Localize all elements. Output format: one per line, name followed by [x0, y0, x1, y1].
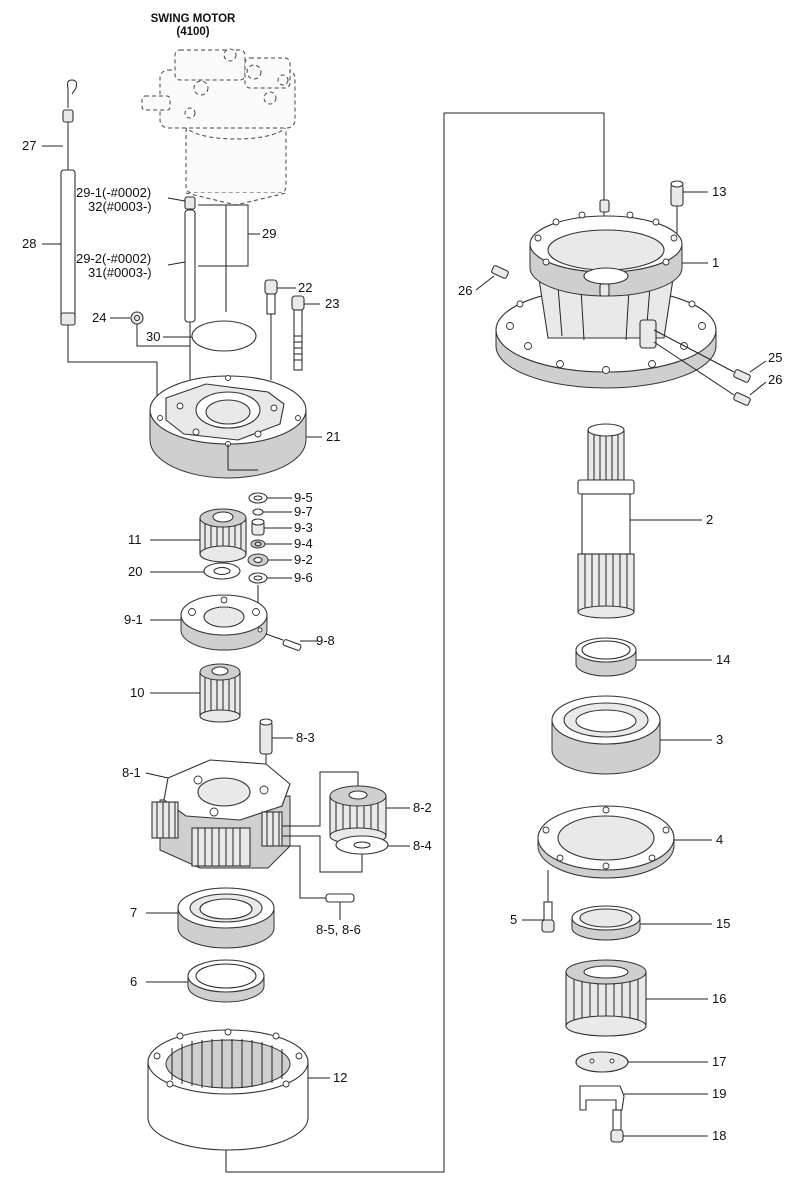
pinion-part-16: [565, 959, 647, 1037]
label-31: 31(#0003-): [88, 265, 152, 280]
label-15: 15: [716, 916, 730, 931]
ring-part-9-7: [252, 508, 264, 516]
set-screw-part-26b: [733, 392, 751, 406]
label-21: 21: [326, 429, 340, 444]
label-9-4: 9-4: [294, 536, 313, 551]
bushing-part-9-3: [251, 518, 265, 536]
label-9-6: 9-6: [294, 570, 313, 585]
label-6: 6: [130, 974, 137, 989]
set-screw-part-26a: [491, 265, 509, 279]
ring-gear-part-12: [147, 1028, 309, 1151]
label-1: 1: [712, 255, 719, 270]
label-7: 7: [130, 905, 137, 920]
label-11: 11: [128, 532, 142, 547]
bearing-part-3: [551, 695, 661, 775]
label-4: 4: [716, 832, 723, 847]
swing-motor-code: (4100): [176, 26, 209, 38]
thrust-part-9-2: [247, 553, 269, 567]
bolt-part-18: [610, 1109, 624, 1143]
casing-part-1: [495, 199, 717, 389]
bolt-part-23: [291, 295, 305, 371]
label-2: 2: [706, 512, 713, 527]
washer-part-20: [203, 562, 241, 580]
gear-part-11: [199, 508, 247, 563]
label-29-1: 29-1(-#0002): [76, 185, 151, 200]
carrier-part-8-1: [151, 759, 291, 869]
ring-part-6: [187, 959, 265, 1003]
label-20: 20: [128, 564, 142, 579]
label-29: 29: [262, 226, 276, 241]
label-9-3: 9-3: [294, 520, 313, 535]
pin-part-8-3: [259, 718, 273, 755]
label-9-7: 9-7: [294, 504, 313, 519]
label-10: 10: [130, 685, 144, 700]
washer-part-9-5: [248, 492, 268, 504]
label-12: 12: [333, 1070, 347, 1085]
plug-part-25: [733, 369, 751, 383]
shaft-part-2: [577, 423, 635, 619]
label-8-1: 8-1: [122, 765, 141, 780]
label-22: 22: [298, 280, 312, 295]
bolt-part-5: [541, 901, 555, 933]
label-9-1: 9-1: [124, 612, 143, 627]
pin-part-13: [670, 180, 684, 207]
label-5: 5: [510, 912, 517, 927]
label-23: 23: [325, 296, 339, 311]
cover-part-21: [149, 375, 307, 479]
label-3: 3: [716, 732, 723, 747]
gear-part-10: [199, 663, 241, 723]
lock-plate-part-19: [579, 1085, 625, 1111]
label-18: 18: [712, 1128, 726, 1143]
bearing-part-9-4: [250, 539, 266, 549]
pipe-part: [184, 196, 196, 323]
label-9-2: 9-2: [294, 552, 313, 567]
o-ring-part: [191, 320, 257, 352]
label-13: 13: [712, 184, 726, 199]
swing-motor-title: SWING MOTOR: [151, 13, 236, 25]
label-8-4: 8-4: [413, 838, 432, 853]
label-19: 19: [712, 1086, 726, 1101]
label-8-5-8-6: 8-5, 8-6: [316, 922, 361, 937]
label-29-2: 29-2(-#0002): [76, 251, 151, 266]
label-25: 25: [768, 350, 782, 365]
label-26-right: 26: [768, 372, 782, 387]
label-24: 24: [92, 310, 106, 325]
label-26-left: 26: [458, 283, 472, 298]
swing-motor-drawing: [141, 48, 296, 206]
label-9-5: 9-5: [294, 490, 313, 505]
assembly-connector-line: [225, 112, 605, 1173]
plate-part-17: [575, 1051, 629, 1073]
bolt-part-22: [264, 279, 278, 315]
label-14: 14: [716, 652, 730, 667]
washer-part-8-4: [335, 835, 389, 855]
label-27: 27: [22, 138, 36, 153]
carrier-part-9-1: [180, 594, 268, 651]
label-30: 30: [146, 329, 160, 344]
label-28: 28: [22, 236, 36, 251]
label-8-3: 8-3: [296, 730, 315, 745]
label-8-2: 8-2: [413, 800, 432, 815]
pin-part-9-8: [282, 639, 302, 651]
label-32: 32(#0003-): [88, 199, 152, 214]
collar-part-15: [571, 905, 641, 941]
pin-part-8-5-8-6: [325, 893, 355, 903]
bearing-part-7: [177, 887, 275, 949]
label-17: 17: [712, 1054, 726, 1069]
label-16: 16: [712, 991, 726, 1006]
gear-part-8-2: [329, 785, 387, 845]
collar-part-14: [575, 637, 637, 677]
level-gauge-part: [60, 79, 77, 326]
washer-part-9-6: [248, 572, 268, 584]
plug-part-24: [130, 311, 144, 325]
plate-part-4: [537, 805, 675, 879]
label-9-8: 9-8: [316, 633, 335, 648]
